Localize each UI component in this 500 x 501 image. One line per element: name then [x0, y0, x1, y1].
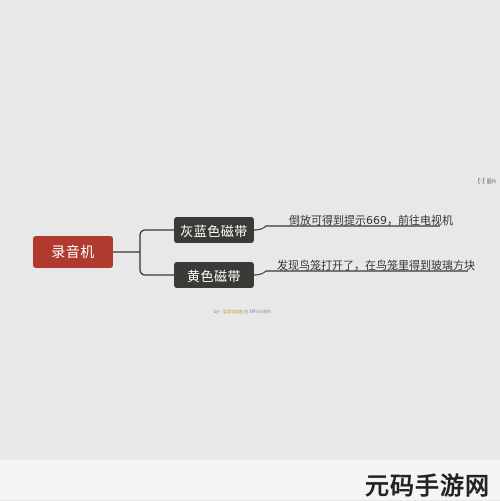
image-label: [·]图片 [478, 178, 497, 185]
credit-prefix: by · [214, 309, 222, 314]
branch-1-connector [139, 229, 174, 252]
leaf-text-blue-tape[interactable]: 倒放可得到提示669，前往电视机 [289, 214, 453, 227]
leaf-2-connector [253, 270, 468, 276]
connector-lines [113, 225, 468, 276]
site-watermark: 元码手游网 [365, 472, 490, 500]
image-label-text: 图片 [486, 179, 497, 185]
footer-bar [0, 460, 500, 500]
mindmap-canvas: 录音机 灰蓝色磁带 黄色磁带 倒放可得到提示669，前往电视机 发现鸟笼打开了，… [33, 178, 497, 315]
branch-node-yellow-tape[interactable]: 黄色磁带 [174, 262, 254, 288]
branch-node-blue-tape[interactable]: 灰蓝色磁带 [174, 217, 254, 243]
credit-highlight: 爱游戏攻略 [222, 309, 243, 314]
leaf-1-connector [253, 225, 440, 231]
root-node[interactable]: 录音机 [33, 236, 113, 268]
leaf-text-yellow-tape[interactable]: 发现鸟笼打开了，在鸟笼里得到玻璃方块 [277, 259, 475, 272]
bracket-icon: [·] [478, 178, 485, 185]
credit-line: by · 爱游戏攻略 由 XMind 制作 [214, 309, 271, 315]
branch-2-connector [139, 252, 174, 276]
credit-suffix: 由 XMind 制作 [244, 309, 271, 314]
